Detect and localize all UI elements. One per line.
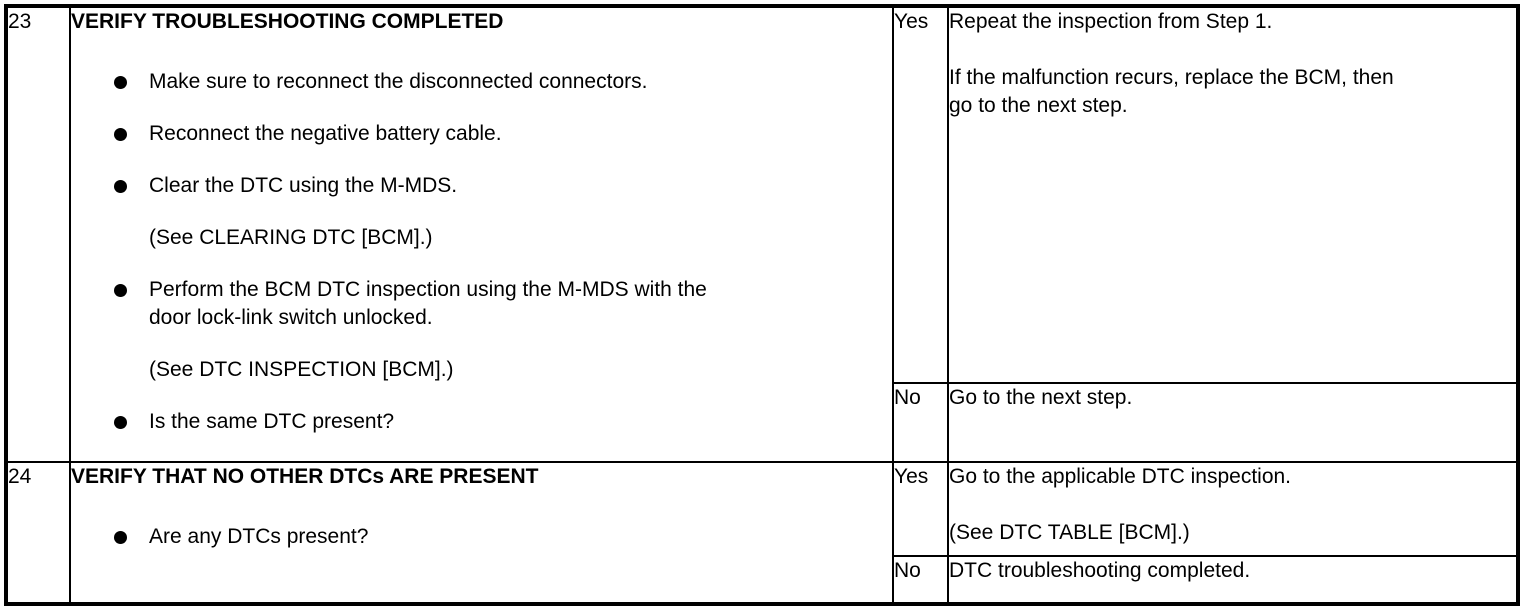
bullet-icon: [114, 284, 127, 297]
bullet-text: Reconnect the negative battery cable.: [149, 122, 502, 145]
answer-cell-no: No: [892, 382, 949, 463]
bullet-text: Make sure to reconnect the disconnected …: [149, 70, 648, 93]
bullet-item: Are any DTCs present?: [114, 523, 892, 551]
answer-cell-yes: Yes: [892, 4, 949, 385]
result-line: DTC troubleshooting completed.: [949, 558, 1251, 582]
result-line: Repeat the inspection from Step 1.: [949, 10, 1273, 33]
bullet-item: Make sure to reconnect the disconnected …: [114, 68, 892, 96]
bullet-text: Are any DTCs present?: [149, 524, 369, 548]
bullet-item: Is the same DTC present?: [114, 408, 892, 436]
bullet-icon: [114, 416, 127, 429]
action-cell: VERIFY THAT NO OTHER DTCs ARE PRESENT Ar…: [69, 460, 894, 605]
answer-cell-no: No: [892, 554, 949, 606]
result-line: Go to the applicable DTC inspection.: [949, 464, 1292, 488]
table-row: No Go to the next step.: [6, 382, 1519, 463]
result-line: Go to the next step.: [949, 386, 1133, 410]
table-row: No DTC troubleshooting completed.: [6, 554, 1519, 606]
note-text: (See CLEARING DTC [BCM].): [149, 226, 433, 249]
bullet-text: Clear the DTC using the M-MDS.: [149, 174, 458, 197]
bullet-text: door lock-link switch unlocked.: [149, 306, 433, 329]
action-cell: VERIFY TROUBLESHOOTING COMPLETED Make su…: [69, 5, 894, 463]
result-line: [949, 36, 1516, 64]
result-cell: Go to the applicable DTC inspection. (Se…: [947, 460, 1519, 557]
bullet-item: Reconnect the negative battery cable.: [114, 120, 892, 148]
action-title: VERIFY THAT NO OTHER DTCs ARE PRESENT: [71, 464, 539, 488]
table-row: 24 VERIFY THAT NO OTHER DTCs ARE PRESENT…: [5, 460, 1519, 605]
troubleshooting-page: 23 VERIFY TROUBLESHOOTING COMPLETED Make…: [0, 4, 1520, 610]
result-cell: Repeat the inspection from Step 1. If th…: [947, 4, 1519, 385]
step-number-cell: 23: [5, 5, 71, 463]
bullet-icon: [114, 530, 127, 544]
answer-cell-yes: Yes: [892, 460, 949, 557]
bullet-text: Is the same DTC present?: [149, 410, 395, 433]
bullet-icon: [114, 128, 127, 141]
note-item: (See CLEARING DTC [BCM].): [149, 224, 892, 252]
note-text: (See DTC INSPECTION [BCM].): [149, 358, 454, 381]
result-cell: Go to the next step.: [947, 382, 1519, 463]
action-title: VERIFY TROUBLESHOOTING COMPLETED: [71, 10, 504, 33]
table-row: 23 VERIFY TROUBLESHOOTING COMPLETED Make…: [5, 4, 1519, 463]
result-cell: DTC troubleshooting completed.: [947, 554, 1519, 606]
bullet-icon: [114, 180, 127, 193]
result-line: [949, 491, 1516, 519]
note-item: (See DTC INSPECTION [BCM].): [149, 356, 892, 384]
result-line: (See DTC TABLE [BCM].): [949, 520, 1190, 544]
result-line: If the malfunction recurs, replace the B…: [949, 66, 1394, 89]
troubleshooting-table: 23 VERIFY TROUBLESHOOTING COMPLETED Make…: [4, 4, 1520, 606]
step-number-cell: 24: [5, 460, 71, 605]
bullet-item: Perform the BCM DTC inspection using the…: [114, 276, 892, 332]
bullet-text: Perform the BCM DTC inspection using the…: [149, 278, 707, 301]
result-line: go to the next step.: [949, 94, 1128, 117]
bullet-item: Clear the DTC using the M-MDS.: [114, 172, 892, 200]
bullet-icon: [114, 76, 127, 89]
